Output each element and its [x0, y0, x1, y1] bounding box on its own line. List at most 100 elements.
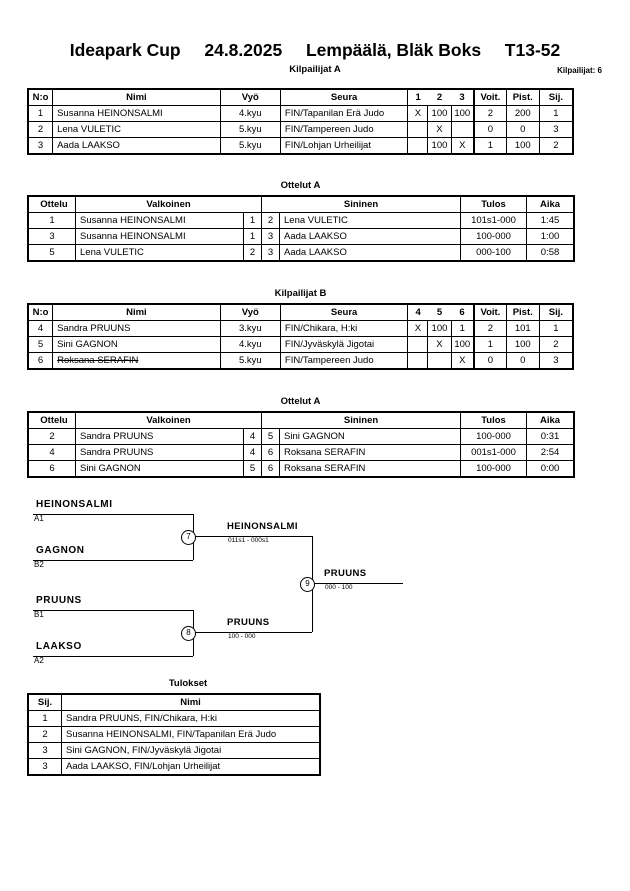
entrant-count: Kilpailijat: 6 — [557, 66, 602, 75]
cell-white-name: Susanna HEINONSALMI — [75, 228, 244, 245]
cell-no: 1 — [27, 105, 54, 122]
matches-b-caption: Ottelut A — [280, 396, 321, 407]
cell-time: 0:00 — [526, 460, 575, 477]
col-wins: Voit. — [473, 304, 507, 321]
cell-time: 0:58 — [526, 244, 575, 261]
bracket-line — [33, 514, 193, 515]
event-date: 24.8.2025 — [204, 40, 283, 60]
col-club: Seura — [279, 89, 409, 106]
cell-blue-no: 2 — [261, 212, 281, 229]
cell-no: 5 — [27, 336, 54, 353]
cell-score-3: 1 — [450, 320, 475, 337]
cell-name: Susanna HEINONSALMI — [52, 105, 221, 122]
results-caption: Tulokset — [168, 678, 208, 689]
pool-b-caption: Kilpailijat B — [274, 288, 327, 299]
cell-rank: 2 — [538, 336, 574, 353]
col-name: Nimi — [52, 89, 221, 106]
bracket-entry-name: LAAKSO — [36, 641, 82, 652]
col-belt: Vyö — [219, 304, 281, 321]
cell-name: Susanna HEINONSALMI, FIN/Tapanilan Erä J… — [61, 726, 320, 743]
cell-white-no: 1 — [242, 212, 263, 229]
cell-club: FIN/Chikara, H:ki — [279, 320, 409, 337]
cell-match-no: 5 — [28, 244, 76, 261]
cell-score-2: 100 — [427, 320, 452, 337]
bracket-match-score: 100 - 000 — [228, 633, 256, 640]
cell-no: 2 — [27, 121, 54, 138]
bracket-match-7: 7 — [181, 530, 196, 545]
bracket-line — [193, 536, 312, 537]
cell-blue-name: Roksana SERAFIN — [279, 460, 462, 477]
pool-b-table: N:o Nimi Vyö Seura 4 5 6 Voit. Pist. Sij… — [27, 304, 574, 369]
cell-club: FIN/Tampereen Judo — [279, 121, 409, 138]
bracket-champion-name: PRUUNS — [324, 568, 367, 579]
cell-white-no: 4 — [242, 428, 263, 445]
bracket-entry-seed: B1 — [34, 610, 44, 619]
bracket-winner-name: PRUUNS — [227, 617, 270, 628]
col-club: Seura — [279, 304, 409, 321]
bracket-match-score: 011s1 - 000s1 — [228, 537, 269, 544]
bracket-entry-seed: A1 — [34, 514, 44, 523]
cell-name: Sandra PRUUNS, FIN/Chikara, H:ki — [61, 710, 320, 727]
cell-score-2: 100 — [427, 137, 452, 154]
bracket-entry-name: HEINONSALMI — [36, 499, 113, 510]
col-points: Pist. — [505, 89, 540, 106]
cell-score-2: X — [427, 121, 452, 138]
col-belt: Vyö — [219, 89, 281, 106]
col-m3: 6 — [451, 304, 475, 321]
cell-points: 100 — [505, 137, 540, 154]
cell-wins: 1 — [473, 336, 507, 353]
cell-rank: 1 — [28, 710, 62, 727]
col-rank: Sij. — [28, 694, 62, 711]
cell-score-2 — [427, 352, 452, 369]
bracket-line — [33, 560, 193, 561]
cell-no: 4 — [27, 320, 54, 337]
col-m2: 5 — [427, 304, 451, 321]
cell-rank: 3 — [28, 758, 62, 775]
cell-score-1 — [407, 137, 429, 154]
event-name: Ideapark Cup — [69, 40, 181, 60]
col-no: N:o — [27, 304, 54, 321]
cell-time: 2:54 — [526, 444, 575, 461]
cell-wins: 2 — [473, 320, 507, 337]
bracket-line — [33, 656, 193, 657]
col-white: Valkoinen — [74, 412, 263, 429]
bracket-line — [312, 583, 403, 584]
cell-club: FIN/Tapanilan Erä Judo — [279, 105, 409, 122]
cell-result: 101s1-000 — [460, 212, 528, 229]
cell-name: Aada LAAKSO, FIN/Lohjan Urheilijat — [61, 758, 320, 775]
cell-club: FIN/Lohjan Urheilijat — [279, 137, 409, 154]
cell-white-name: Sandra PRUUNS — [75, 428, 244, 445]
col-m1: 1 — [407, 89, 428, 106]
cell-name: Roksana SERAFIN — [52, 352, 221, 369]
matches-a-caption: Ottelut A — [280, 180, 321, 191]
col-m3: 3 — [451, 89, 475, 106]
cell-score-1: X — [407, 320, 429, 337]
cell-club: FIN/Jyväskylä Jigotai — [279, 336, 409, 353]
cell-blue-no: 6 — [261, 460, 281, 477]
cell-belt: 3.kyu — [219, 320, 281, 337]
cell-blue-name: Lena VULETIC — [279, 212, 462, 229]
cell-rank: 2 — [28, 726, 62, 743]
event-venue: Lempäälä, Bläk Boks — [305, 40, 482, 60]
bracket-entry-seed: A2 — [34, 656, 44, 665]
col-name: Nimi — [52, 304, 221, 321]
cell-points: 0 — [505, 352, 540, 369]
cell-wins: 1 — [473, 137, 507, 154]
bracket-entry-name: GAGNON — [36, 545, 85, 556]
col-points: Pist. — [505, 304, 540, 321]
cell-score-2: 100 — [427, 105, 452, 122]
cell-time: 1:45 — [526, 212, 575, 229]
bracket-match-9: 9 — [300, 577, 315, 592]
cell-belt: 5.kyu — [219, 352, 281, 369]
cell-blue-no: 3 — [261, 244, 281, 261]
cell-no: 6 — [27, 352, 54, 369]
